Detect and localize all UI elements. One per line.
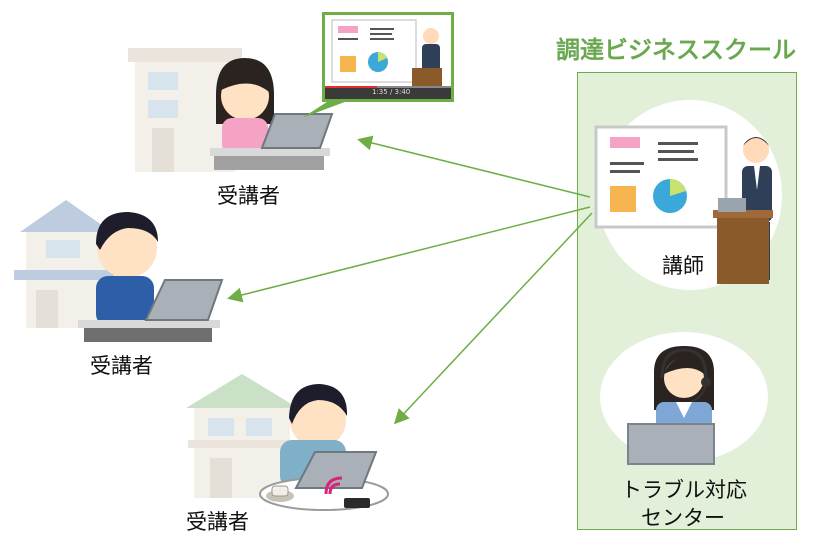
- learner-1-illustration: [210, 58, 334, 170]
- learner-2-illustration: [78, 212, 224, 342]
- video-thumbnail: [302, 12, 454, 118]
- arrow-to-learner-3: [393, 212, 593, 425]
- instructor-illustration: [594, 125, 773, 284]
- house-2-illustration: [14, 200, 114, 328]
- learner-3-label: 受講者: [186, 510, 249, 534]
- learner-2-label: 受講者: [90, 354, 153, 378]
- arrow-to-learner-1: [357, 135, 591, 198]
- operator-illustration: [627, 346, 715, 465]
- learner-1-label: 受講者: [217, 184, 280, 208]
- video-time: 1:35 / 3:40: [372, 88, 411, 96]
- house-3-illustration: [186, 374, 298, 498]
- support-label-line2: センター: [641, 506, 725, 530]
- support-label-line1: トラブル対応: [621, 478, 747, 502]
- learner-3-illustration: [259, 384, 389, 511]
- instructor-label: 講師: [662, 254, 704, 278]
- school-title: 調達ビジネススクール: [556, 36, 796, 64]
- arrow-to-learner-2: [227, 206, 591, 303]
